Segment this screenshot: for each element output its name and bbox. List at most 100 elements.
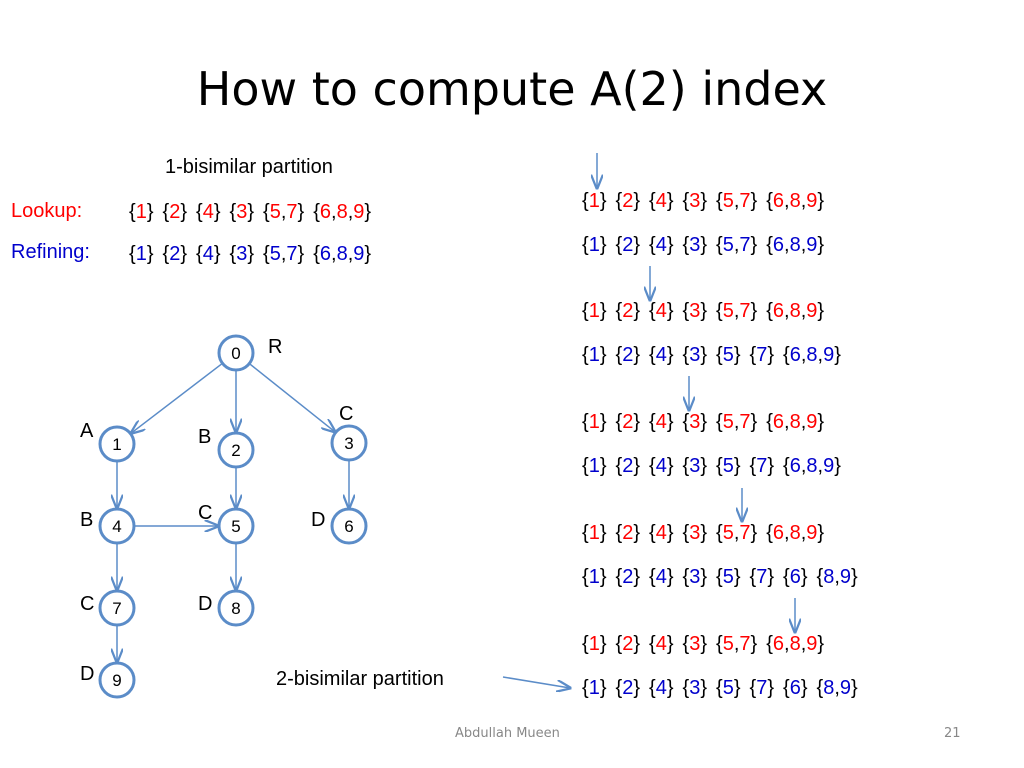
step-lookup-group: {2}: [615, 300, 641, 322]
step-lookup-number: 3: [689, 300, 701, 322]
left-refining-group: {6,8,9}: [313, 243, 372, 265]
step-refining-number: 9: [839, 677, 851, 699]
left-refining-number: 4: [202, 243, 214, 265]
graph-node-circle: [217, 507, 255, 545]
step-refining-number: 2: [622, 455, 634, 477]
step-refining-group: {4}: [649, 455, 674, 477]
step-lookup-number: 1: [588, 633, 600, 655]
step-lookup-number: 1: [588, 522, 600, 544]
step-refining-group: {8,9}: [816, 566, 858, 588]
step-refining-group: {6}: [783, 566, 808, 588]
step-lookup-number: 7: [739, 411, 751, 433]
step-lookup-number: 1: [588, 190, 600, 212]
step-refining-group: {3}: [682, 677, 708, 699]
caption-pointer-arrow: [502, 676, 570, 688]
step-3-lookup-row: {1}{2}{4}{3}{5,7}{6,8,9}: [582, 411, 824, 434]
step-refining-group: {2}: [615, 677, 641, 699]
step-lookup-number: 5: [722, 190, 734, 212]
step-refining-number: 9: [839, 566, 851, 588]
step-lookup-number: 2: [622, 633, 634, 655]
step-lookup-number: 3: [689, 522, 701, 544]
graph-node-circle: [217, 589, 255, 627]
left-lookup-number: 2: [169, 201, 181, 223]
step-lookup-group: {4}: [649, 411, 674, 433]
graph-node-label: A: [80, 420, 94, 442]
left-lookup-group: {6,8,9}: [313, 201, 372, 223]
graph-node-circle: [217, 431, 255, 469]
left-lookup-group: {3}: [229, 201, 255, 223]
step-lookup-group: {5,7}: [716, 633, 758, 655]
step-refining-group: {8,9}: [816, 677, 858, 699]
graph-node-id: 8: [231, 599, 240, 618]
step-lookup-group: {4}: [649, 190, 674, 212]
graph-node: 7C: [80, 589, 136, 627]
step-lookup-number: 9: [806, 190, 818, 212]
left-refining-number: 8: [336, 243, 348, 265]
step-refining-group: {5,7}: [716, 234, 758, 256]
step-lookup-number: 3: [689, 190, 701, 212]
graph-node-circle: [98, 425, 136, 463]
graph-node: 2B: [198, 426, 255, 469]
step-refining-group: {1}: [582, 455, 607, 477]
step-lookup-group: {4}: [649, 300, 674, 322]
step-refining-number: 7: [756, 455, 768, 477]
step-lookup-number: 8: [789, 411, 801, 433]
step-refining-group: {4}: [649, 234, 674, 256]
graph-node-id: 3: [344, 434, 353, 453]
step-refining-group: {2}: [615, 344, 641, 366]
step-lookup-number: 1: [588, 300, 600, 322]
step-lookup-number: 5: [722, 633, 734, 655]
step-lookup-group: {5,7}: [716, 190, 758, 212]
graph-node: 8D: [198, 589, 255, 627]
left-refining-group: {5,7}: [263, 243, 305, 265]
left-refining-group: {3}: [229, 243, 255, 265]
step-refining-number: 3: [689, 344, 701, 366]
graph-node: 4B: [80, 507, 136, 545]
graph-node-circle: [217, 334, 255, 372]
step-lookup-group: {3}: [682, 411, 708, 433]
step-refining-number: 6: [789, 566, 801, 588]
step-lookup-group: {3}: [682, 300, 708, 322]
step-lookup-group: {1}: [582, 633, 607, 655]
step-refining-group: {3}: [682, 344, 708, 366]
left-refining-number: 6: [319, 243, 331, 265]
graph-node-label: D: [311, 509, 325, 531]
lookup-label: Lookup:: [11, 200, 83, 222]
step-refining-number: 2: [622, 234, 634, 256]
step-lookup-number: 7: [739, 633, 751, 655]
step-refining-number: 1: [588, 677, 600, 699]
graph-edge: [131, 362, 223, 433]
caption-2-bisimilar: 2-bisimilar partition: [276, 668, 444, 690]
graph-node-id: 0: [231, 344, 240, 363]
graph-node-label: R: [268, 336, 282, 358]
caption-1-bisimilar: 1-bisimilar partition: [165, 156, 333, 178]
graph-node: 9D: [80, 661, 136, 699]
step-lookup-group: {1}: [582, 300, 607, 322]
left-lookup-number: 5: [269, 201, 281, 223]
left-lookup-number: 9: [353, 201, 365, 223]
step-1-refining-row: {1}{2}{4}{3}{5,7}{6,8,9}: [582, 234, 824, 257]
graph-node-id: 6: [344, 517, 353, 536]
step-1-lookup-row: {1}{2}{4}{3}{5,7}{6,8,9}: [582, 190, 824, 213]
step-refining-number: 4: [655, 566, 667, 588]
step-lookup-number: 9: [806, 300, 818, 322]
step-4-lookup-row: {1}{2}{4}{3}{5,7}{6,8,9}: [582, 522, 824, 545]
step-lookup-group: {5,7}: [716, 411, 758, 433]
step-lookup-number: 1: [588, 411, 600, 433]
step-lookup-number: 4: [655, 190, 667, 212]
step-refining-number: 3: [689, 455, 701, 477]
step-refining-number: 8: [823, 677, 835, 699]
step-refining-number: 9: [823, 455, 835, 477]
left-refining-number: 1: [135, 243, 147, 265]
step-refining-number: 5: [722, 455, 734, 477]
step-refining-number: 6: [789, 677, 801, 699]
step-refining-number: 6: [789, 344, 801, 366]
step-lookup-group: {2}: [615, 522, 641, 544]
step-lookup-number: 6: [772, 300, 784, 322]
step-lookup-number: 5: [722, 300, 734, 322]
step-refining-number: 2: [622, 566, 634, 588]
step-refining-group: {2}: [615, 455, 641, 477]
graph-node-id: 2: [231, 441, 240, 460]
step-lookup-number: 4: [655, 522, 667, 544]
left-lookup-number: 3: [236, 201, 248, 223]
